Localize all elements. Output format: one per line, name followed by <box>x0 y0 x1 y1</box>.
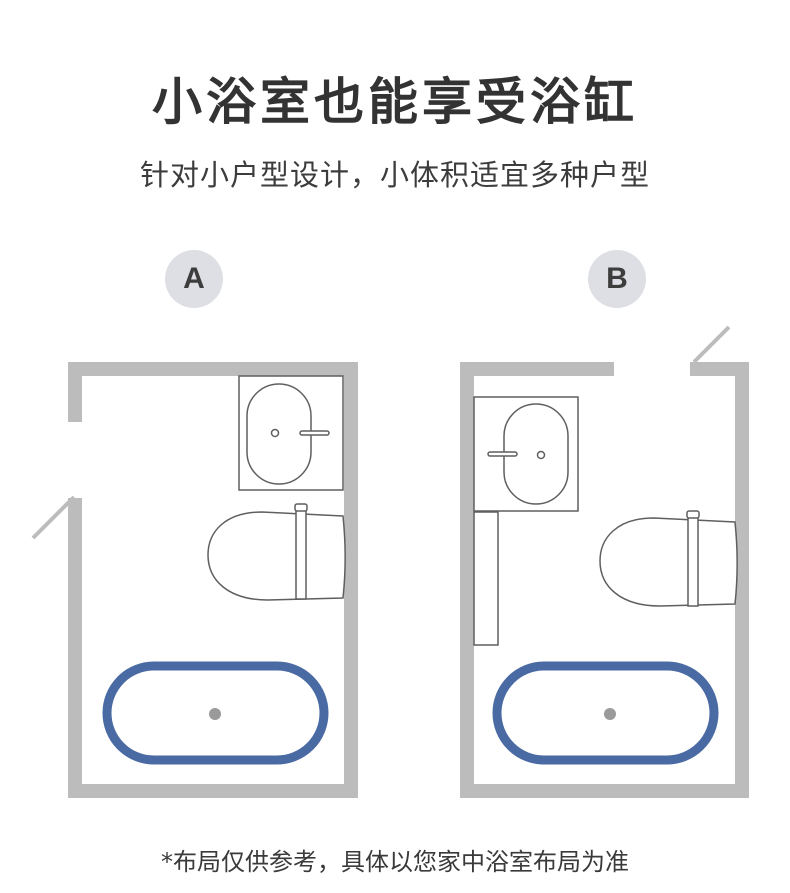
layout-a-bathtub <box>102 661 329 765</box>
layout-b-bathtub <box>492 661 719 765</box>
layout-a-toilet <box>207 503 346 601</box>
layout-a-plan <box>31 362 358 798</box>
layout-b-plan <box>460 325 749 798</box>
layout-b-walls <box>460 362 749 798</box>
layout-a-walls <box>68 362 358 798</box>
layout-b-badge: B <box>588 250 646 308</box>
layout-a-badge: A <box>165 250 223 308</box>
page-subtitle: 针对小户型设计，小体积适宜多种户型 <box>139 158 650 192</box>
layout-b-sink <box>473 396 579 512</box>
layout-b-toilet <box>599 510 738 607</box>
page-title: 小浴室也能享受浴缸 <box>152 73 638 131</box>
layout-b-drain <box>604 708 616 720</box>
layout-disclaimer: *布局仅供参考，具体以您家中浴室布局为准 <box>161 848 629 876</box>
layout-a-drain <box>209 708 221 720</box>
layout-a-sink <box>238 375 344 491</box>
layout-b-cabinet <box>473 511 499 646</box>
layout-a-door <box>31 495 76 540</box>
layout-b-door <box>692 325 731 364</box>
